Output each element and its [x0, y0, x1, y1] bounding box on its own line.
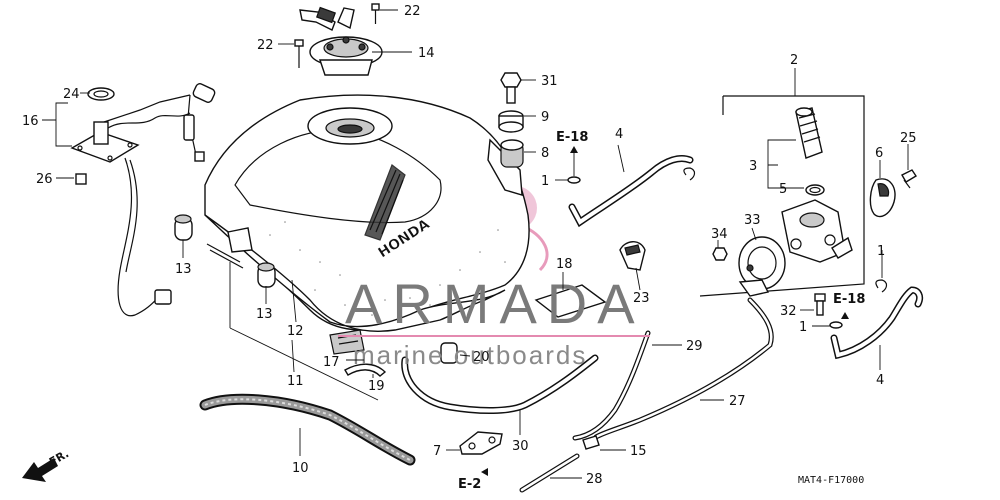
tube-27: [593, 297, 774, 440]
callout-33: 33: [744, 213, 761, 228]
hose-20-30: [401, 342, 599, 415]
callout-31: 31: [541, 74, 558, 89]
hose-4-right: [829, 279, 924, 360]
callout-1-top: 1: [541, 174, 549, 189]
clip-1-top: [567, 176, 581, 184]
ref-e18-top: E-18: [556, 130, 588, 145]
callout-28: 28: [586, 472, 603, 487]
callout-1-lower: 1: [799, 320, 807, 335]
callout-24: 24: [63, 87, 80, 102]
callout-11: 11: [287, 374, 304, 389]
watermark-title: ARMADA: [345, 272, 645, 335]
callout-4-right: 4: [876, 373, 884, 388]
callout-22-left: 22: [257, 38, 274, 53]
grommet-8: [500, 139, 524, 168]
callout-9: 9: [541, 110, 549, 125]
callout-8: 8: [541, 146, 549, 161]
front-arrow-icon: [22, 458, 58, 482]
callout-25: 25: [900, 131, 917, 146]
hose-4-top: [568, 155, 696, 228]
fuel-valve-assembly: [699, 95, 917, 316]
callout-1-right: 1: [877, 244, 885, 259]
edge-trim-10: [199, 393, 416, 466]
tube-29: [572, 330, 651, 441]
watermark-text: ARMADA marine outboards: [338, 272, 650, 370]
callout-23: 23: [633, 291, 650, 306]
screw-22-top: [371, 3, 380, 24]
collar-9: [498, 110, 524, 133]
rubber-mount-13-mid: [257, 262, 276, 288]
ref-e2: E-2: [458, 477, 481, 492]
callout-2: 2: [790, 53, 798, 68]
callout-6: 6: [875, 146, 883, 161]
callout-26: 26: [36, 172, 53, 187]
clip-19: [344, 363, 387, 377]
joint-15: [582, 435, 600, 450]
callout-13-left: 13: [175, 262, 192, 277]
callout-22-top: 22: [404, 4, 421, 19]
fuel-level-sender: [70, 83, 216, 317]
callout-17: 17: [323, 355, 340, 370]
callout-4-top: 4: [615, 127, 623, 142]
tube-28: [519, 453, 580, 493]
watermark-subtitle: marine outboards: [353, 340, 587, 370]
rubber-mount-13-left: [174, 214, 193, 241]
callout-12: 12: [287, 324, 304, 339]
callout-18: 18: [556, 257, 573, 272]
ref-e18-right: E-18: [833, 292, 865, 307]
front-direction-marker: FR.: [22, 447, 71, 482]
callout-3: 3: [749, 159, 757, 174]
fuel-tank: HONDA: [204, 94, 530, 332]
reference-tags: E-18 E-18 E-2: [458, 130, 865, 492]
bolt-31: [500, 72, 522, 104]
callout-34: 34: [711, 227, 728, 242]
leader-lines: [42, 9, 909, 479]
fuel-cap-assembly: [299, 6, 383, 76]
ref-arrows: [481, 146, 849, 476]
callout-15: 15: [630, 444, 647, 459]
callout-27: 27: [729, 394, 746, 409]
callout-13-mid: 13: [256, 307, 273, 322]
callout-labels: 22 22 14 31 9 8 4 1 2 3 5 6 25 24 16 26 …: [22, 4, 917, 487]
clip-7: [459, 431, 503, 455]
callout-29: 29: [686, 339, 703, 354]
callout-20: 20: [473, 350, 490, 365]
callout-10: 10: [292, 461, 309, 476]
callout-32: 32: [780, 304, 797, 319]
callout-5: 5: [779, 182, 787, 197]
callout-19: 19: [368, 379, 385, 394]
callout-30: 30: [512, 439, 529, 454]
tank-texture: [269, 221, 506, 316]
diagram-code: MAT4-F17000: [798, 475, 864, 486]
pad-18: [534, 284, 607, 318]
front-marker-label: FR.: [47, 447, 71, 468]
clamp-23: [619, 241, 646, 271]
callout-14: 14: [418, 46, 435, 61]
screw-22-left: [294, 39, 304, 68]
callout-16: 16: [22, 114, 39, 129]
callout-7: 7: [433, 444, 441, 459]
